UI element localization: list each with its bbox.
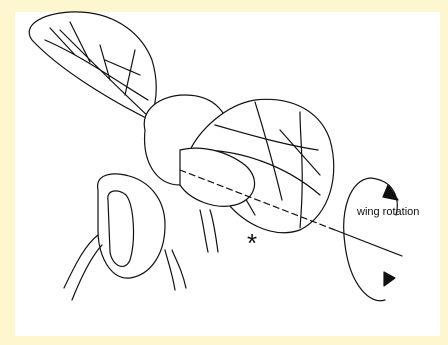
upper-wing <box>29 12 156 120</box>
wing-rotation-label: wing rotation <box>356 206 419 218</box>
axis-line-solid <box>330 228 402 256</box>
rotation-arrow-bottom <box>384 272 395 286</box>
rotation-ellipse <box>344 178 385 301</box>
head <box>98 174 165 278</box>
asterisk-marker: * <box>247 228 257 258</box>
